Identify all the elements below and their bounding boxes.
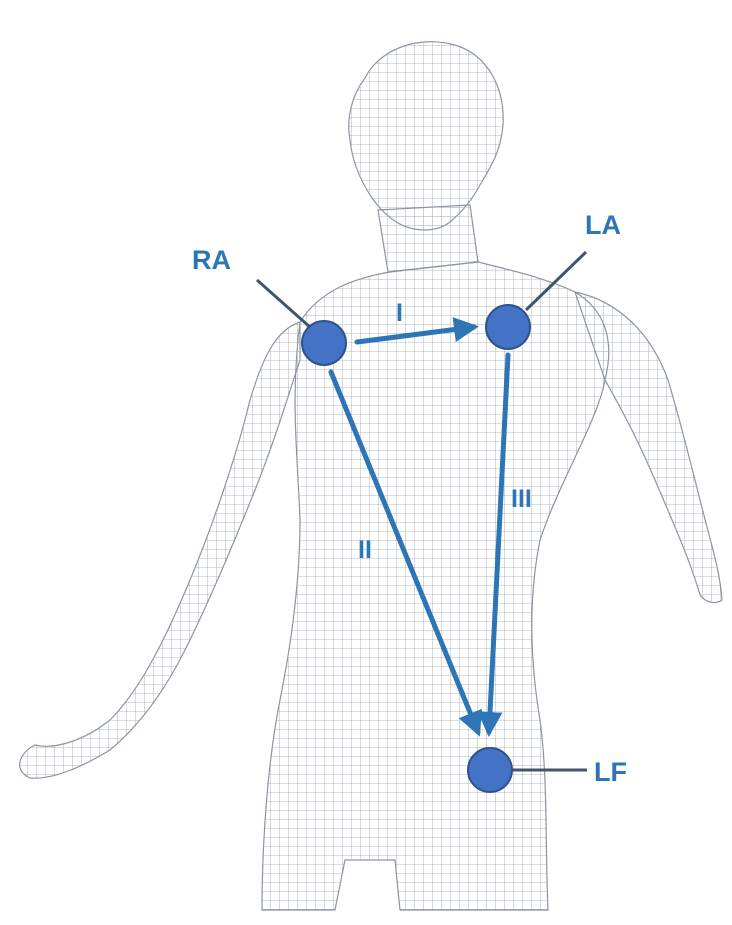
neck-mesh [377,204,479,273]
human-body-wireframe [19,41,723,911]
la-label: LA [585,210,621,240]
lead-1-arrow [354,317,479,345]
lead-arrows [328,317,511,737]
lead-1-label: I [396,299,403,327]
lead-3-arrow [477,352,511,737]
ra-label: RA [192,245,231,275]
electrodes [301,304,531,793]
labels: RA LA LF I II III [192,210,627,787]
ra-pointer-line [256,278,312,330]
lf-label: LF [594,757,627,787]
lf-electrode [467,747,513,793]
left-arm-mesh [574,291,723,604]
ra-electrode [301,320,347,366]
pointer-lines [256,250,588,772]
lead-3-label: III [511,485,532,513]
lead-2-label: II [358,536,372,564]
right-arm-mesh [19,321,301,779]
head-mesh [348,41,504,231]
la-pointer-line [524,250,588,312]
torso-mesh [261,261,610,911]
la-electrode [485,304,531,350]
lead-2-arrow [328,369,483,737]
